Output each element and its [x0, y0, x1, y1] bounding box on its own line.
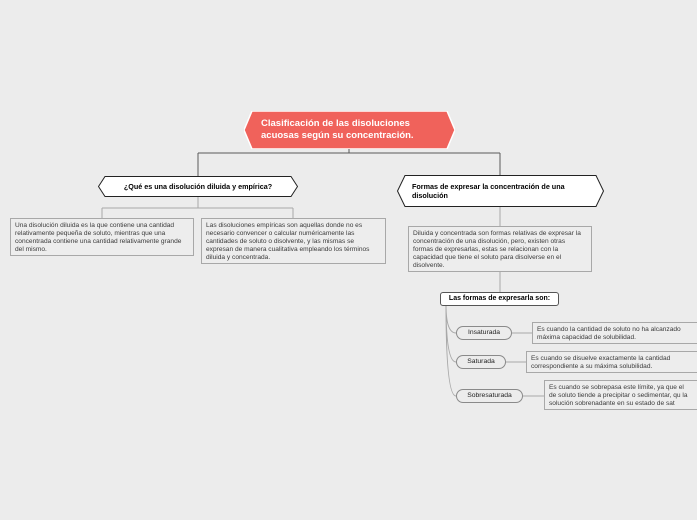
- note-relative-forms[interactable]: Diluida y concentrada son formas relativ…: [408, 226, 592, 272]
- subtopic-expression-forms[interactable]: Las formas de expresarla son:: [440, 292, 559, 306]
- topic-expression-forms-shape: [397, 175, 604, 207]
- desc-saturada[interactable]: Es cuando se disuelve exactamente la can…: [526, 351, 697, 373]
- desc-sobresaturada[interactable]: Es cuando se sobrepasa este límite, ya q…: [544, 380, 697, 410]
- topic-expression-forms-title: Formas de expresar la concentración de u…: [412, 182, 565, 200]
- topic-expression-forms[interactable]: Formas de expresar la concentración de u…: [397, 175, 604, 207]
- root-topic[interactable]: Clasificación de las disoluciones acuosa…: [244, 111, 455, 149]
- topic-dilute-empirical[interactable]: ¿Qué es una disolución diluida y empíric…: [98, 176, 298, 197]
- note-empirical-definition[interactable]: Las disoluciones empíricas son aquellas …: [201, 218, 386, 264]
- note-dilute-definition[interactable]: Una disolución diluida es la que contien…: [10, 218, 194, 256]
- pill-saturada[interactable]: Saturada: [456, 355, 506, 369]
- pill-sobresaturada[interactable]: Sobresaturada: [456, 389, 523, 403]
- topic-dilute-empirical-shape: [98, 176, 298, 197]
- pill-insaturada[interactable]: Insaturada: [456, 326, 512, 340]
- root-topic-shape: [244, 111, 455, 149]
- root-topic-title: Clasificación de las disoluciones acuosa…: [261, 118, 414, 141]
- topic-dilute-empirical-title: ¿Qué es una disolución diluida y empíric…: [123, 182, 273, 191]
- desc-insaturada[interactable]: Es cuando la cantidad de soluto no ha al…: [532, 322, 697, 344]
